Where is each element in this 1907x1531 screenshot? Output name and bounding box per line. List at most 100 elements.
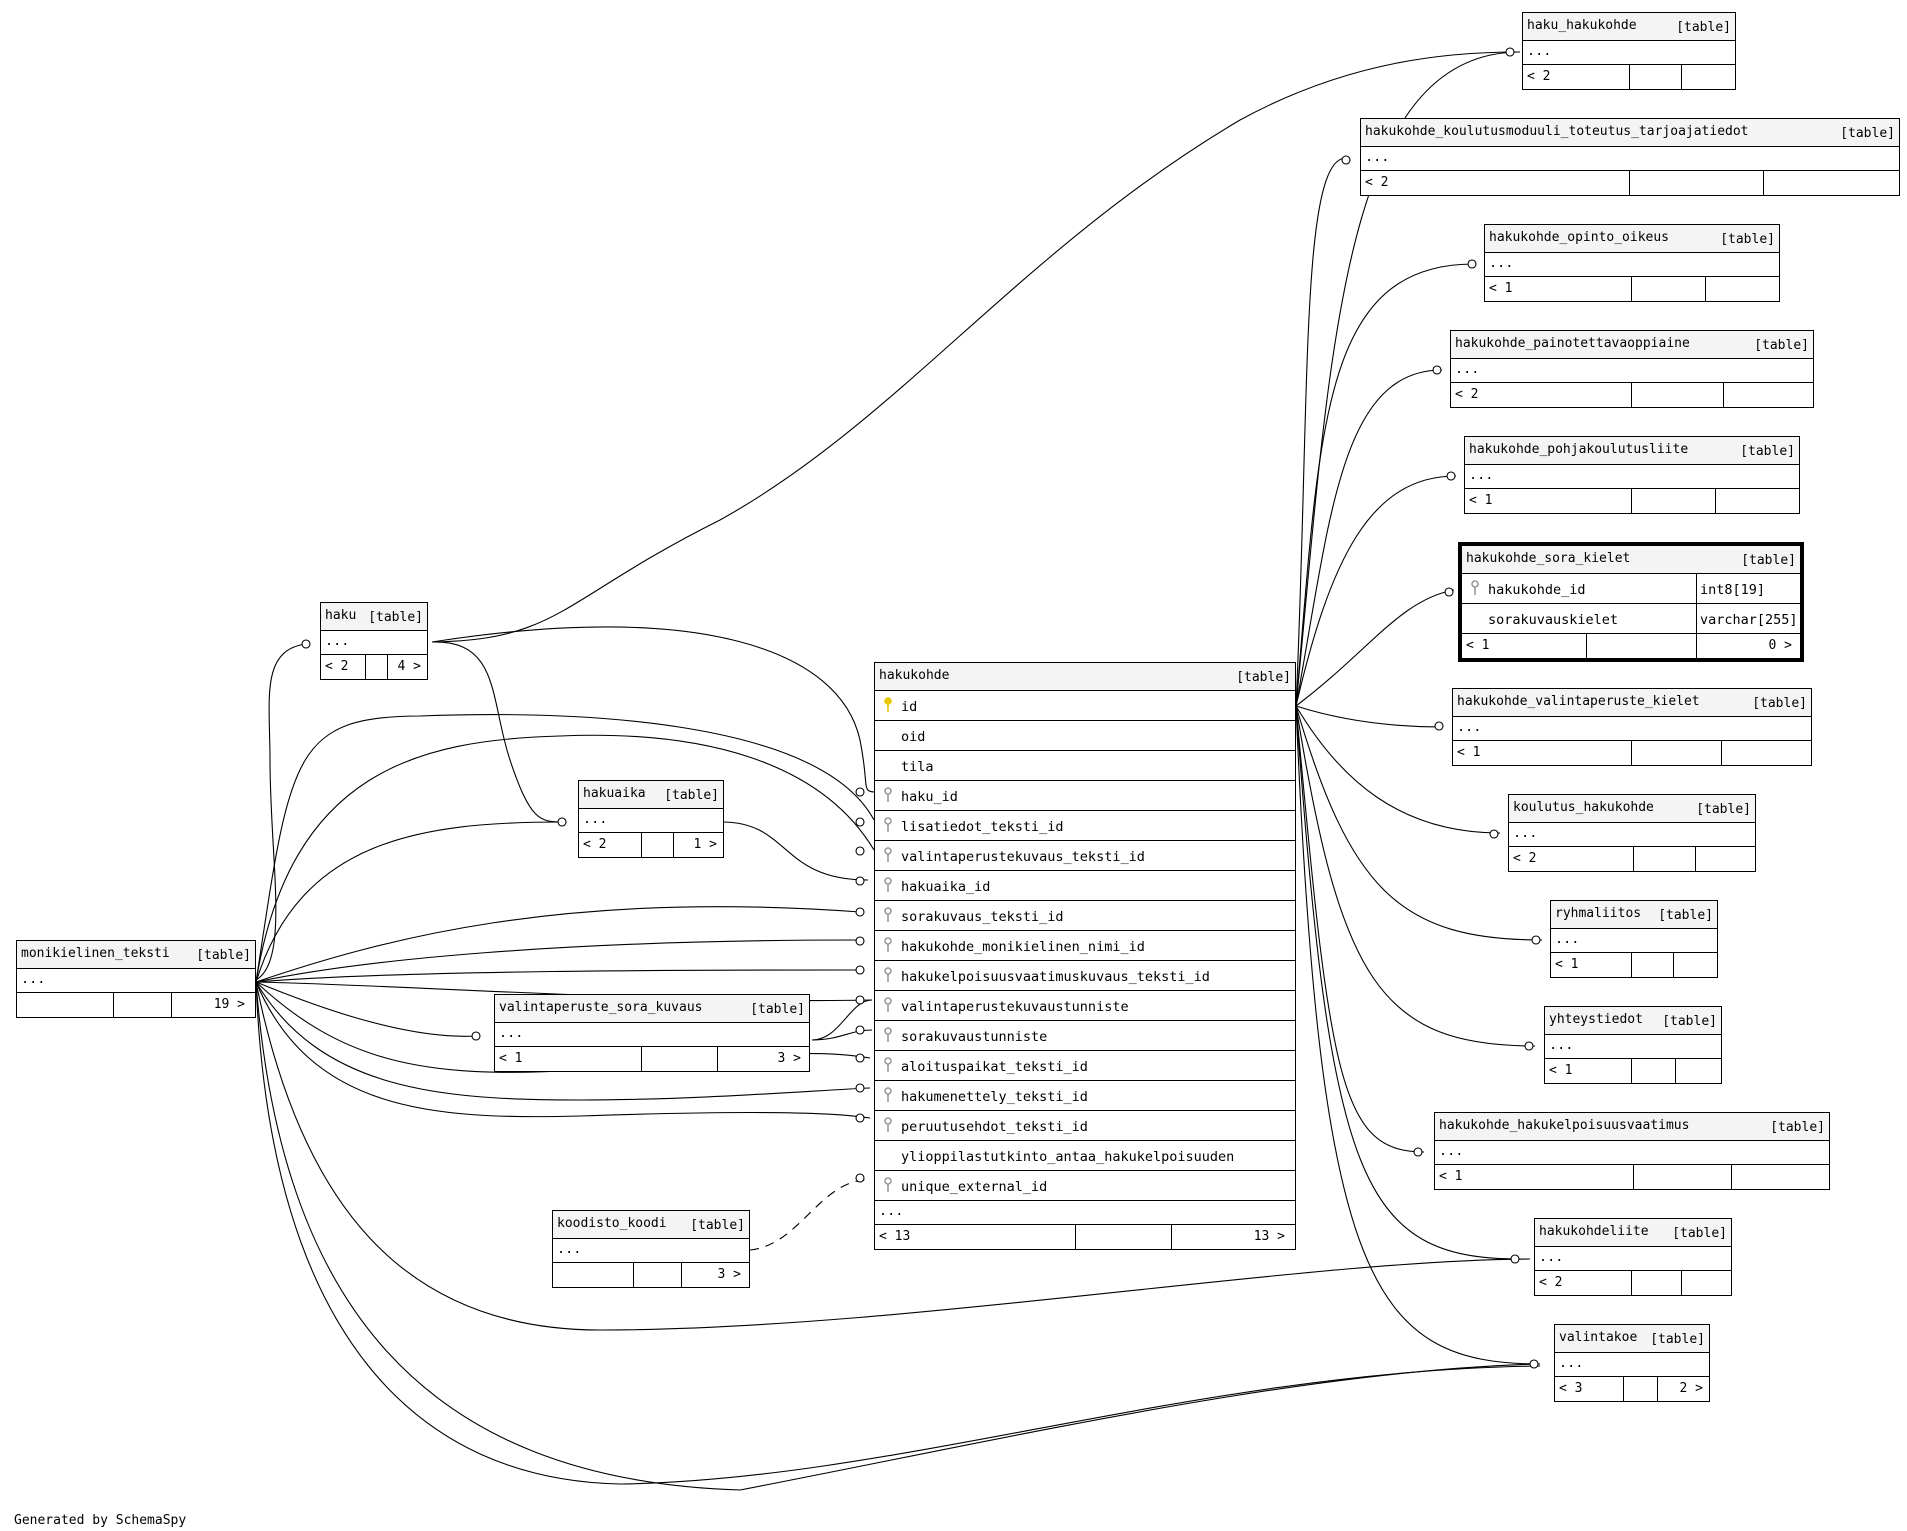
table-koodisto_koodi[interactable]: koodisto_koodi[table] ... 3 >: [552, 1210, 750, 1288]
column-row: hakukohde_id int8[19]: [1462, 574, 1800, 604]
table-hakukohde_pohjakoulutusliite[interactable]: hakukohde_pohjakoulutusliite[table] ... …: [1464, 436, 1800, 514]
column-name: hakukohde_id: [1488, 582, 1586, 598]
relation-marker: [1524, 1041, 1534, 1051]
relation-line: [1295, 263, 1475, 707]
table-type-label: [table]: [1650, 1332, 1705, 1347]
column-name: peruutusehdot_teksti_id: [901, 1119, 1088, 1135]
column-row: valintaperustekuvaus_teksti_id: [875, 841, 1295, 871]
table-type-label: [table]: [750, 1002, 805, 1017]
relation-line: [431, 626, 879, 793]
table-name: valintaperuste_sora_kuvaus: [499, 1000, 703, 1015]
column-row: hakuaika_id: [875, 871, 1295, 901]
column-name: lisatiedot_teksti_id: [901, 819, 1064, 835]
table-name: haku: [325, 608, 357, 623]
foreign-key-icon: [884, 907, 892, 922]
relation-line: [721, 821, 869, 881]
column-name: valintaperustekuvaus_teksti_id: [901, 849, 1145, 865]
table-ryhmaliitos[interactable]: ryhmaliitos[table] ... < 1: [1550, 900, 1718, 978]
relation-marker: [855, 995, 865, 1005]
table-valintaperuste_sora_kuvaus[interactable]: valintaperuste_sora_kuvaus[table] ... < …: [494, 994, 810, 1072]
table-hakukohde_koulutusmoduuli_toteutus_tarjoajatiedot[interactable]: hakukohde_koulutusmoduuli_toteutus_tarjo…: [1360, 118, 1900, 196]
foreign-key-icon: [884, 1027, 892, 1042]
table-hakukohde_valintaperuste_kielet[interactable]: hakukohde_valintaperuste_kielet[table] .…: [1452, 688, 1812, 766]
column-name: sorakuvaustunniste: [901, 1029, 1048, 1045]
table-yhteystiedot[interactable]: yhteystiedot[table] ... < 1: [1544, 1006, 1722, 1084]
parent-count: < 2: [1513, 851, 1537, 866]
table-type-label: [table]: [1741, 553, 1796, 568]
relation-marker: [855, 907, 865, 917]
table-name: hakukohde_hakukelpoisuusvaatimus: [1439, 1118, 1690, 1133]
table-hakukohde_opinto_oikeus[interactable]: hakukohde_opinto_oikeus[table] ... < 1: [1484, 224, 1780, 302]
column-type: varchar[255]: [1700, 612, 1798, 628]
relation-marker: [855, 787, 865, 797]
parent-count: < 13: [879, 1229, 911, 1244]
table-hakukohde_painotettavaoppiaine[interactable]: hakukohde_painotettavaoppiaine[table] ..…: [1450, 330, 1814, 408]
relation-marker: [855, 1025, 865, 1035]
column-row: tila: [875, 751, 1295, 781]
table-type-label: [table]: [1720, 232, 1775, 247]
table-header: hakukohde_sora_kielet [table]: [1462, 546, 1800, 574]
table-monikielinen_teksti[interactable]: monikielinen_teksti[table] ... 19 >: [16, 940, 256, 1018]
relation-marker: [557, 817, 567, 827]
table-name: hakuaika: [583, 786, 646, 801]
column-row: valintaperustekuvaustunniste: [875, 991, 1295, 1021]
relation-marker: [855, 1173, 865, 1183]
relation-line: [1295, 705, 1425, 1153]
more-columns-row: ...: [1545, 1035, 1721, 1059]
column-name: aloituspaikat_teksti_id: [901, 1059, 1088, 1075]
column-row: id: [875, 691, 1295, 721]
table-haku_hakukohde[interactable]: haku_hakukohde[table] ... < 2: [1522, 12, 1736, 90]
relation-marker: [1446, 471, 1456, 481]
more-columns-row: ...: [875, 1201, 1295, 1225]
parent-count: < 1: [1469, 493, 1493, 508]
more-columns-row: ...: [579, 809, 723, 833]
more-columns-row: ...: [321, 631, 427, 655]
parent-count: < 3: [1559, 1381, 1583, 1396]
table-type-label: [table]: [1752, 696, 1807, 711]
foreign-key-icon: [884, 967, 892, 982]
column-row: sorakuvauskielet varchar[255]: [1462, 604, 1800, 634]
relation-line: [255, 714, 875, 983]
more-columns-row: ...: [1523, 41, 1735, 65]
foreign-key-icon: [884, 1177, 892, 1192]
column-row: hakukohde_monikielinen_nimi_id: [875, 931, 1295, 961]
foreign-key-icon: [1471, 580, 1479, 595]
table-koulutus_hakukohde[interactable]: koulutus_hakukohde[table] ... < 2: [1508, 794, 1756, 872]
table-name: ryhmaliitos: [1555, 906, 1642, 921]
child-count: 4 >: [397, 659, 421, 674]
relation-line: [1295, 705, 1444, 728]
column-name: sorakuvaus_teksti_id: [901, 909, 1064, 925]
more-columns-row: ...: [1465, 465, 1799, 489]
column-row: oid: [875, 721, 1295, 751]
parent-count: < 2: [1455, 387, 1479, 402]
column-name: hakuaika_id: [901, 879, 991, 895]
table-name: yhteystiedot: [1549, 1012, 1643, 1027]
table-hakukohde_hakukelpoisuusvaatimus[interactable]: hakukohde_hakukelpoisuusvaatimus[table] …: [1434, 1112, 1830, 1190]
column-name: valintaperustekuvaustunniste: [901, 999, 1129, 1015]
table-type-label: [table]: [1236, 670, 1291, 685]
column-type: int8[19]: [1700, 582, 1766, 598]
relation-line: [255, 821, 563, 983]
column-row: sorakuvaus_teksti_id: [875, 901, 1295, 931]
table-name: hakukohde_sora_kielet: [1466, 551, 1631, 566]
relation-line: [255, 981, 1541, 1485]
relation-line: [255, 969, 861, 983]
table-hakukohdeliite[interactable]: hakukohdeliite[table] ... < 2: [1534, 1218, 1732, 1296]
table-hakukohde_sora_kielet[interactable]: hakukohde_sora_kielet [table] hakukohde_…: [1458, 542, 1804, 662]
column-row: ylioppilastutkinto_antaa_hakukelpoisuude…: [875, 1141, 1295, 1171]
column-row: unique_external_id: [875, 1171, 1295, 1201]
table-type-label: [table]: [196, 948, 251, 963]
relation-marker: [855, 1083, 865, 1093]
parent-count: < 2: [325, 659, 349, 674]
more-columns-row: ...: [1509, 823, 1755, 847]
more-columns-row: ...: [553, 1239, 749, 1263]
relation-marker: [855, 1113, 865, 1123]
more-columns-row: ...: [1435, 1141, 1829, 1165]
parent-count: < 1: [499, 1051, 523, 1066]
column-name: ylioppilastutkinto_antaa_hakukelpoisuude…: [901, 1149, 1235, 1165]
child-count: 3 >: [777, 1051, 801, 1066]
